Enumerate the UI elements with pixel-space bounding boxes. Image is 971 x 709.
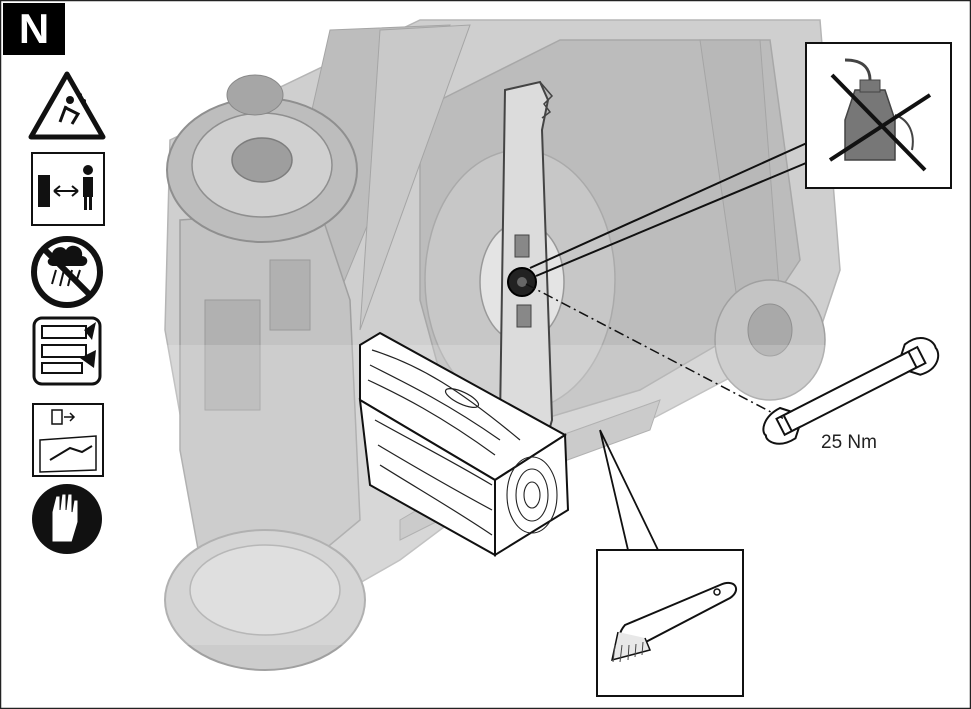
blade-slot — [514, 234, 530, 258]
wheel-cap — [226, 74, 284, 116]
wood-grain — [369, 364, 501, 441]
mower-rib — [359, 24, 471, 331]
housing-slot — [269, 259, 311, 331]
keep-distance-icon — [31, 152, 105, 226]
right-wheel-hub — [747, 303, 793, 357]
wood-block — [358, 331, 570, 557]
wrench-axis-line — [525, 283, 791, 423]
switch-off-icon — [32, 316, 102, 386]
callout-leader — [529, 137, 819, 269]
no-rain-icon — [31, 236, 103, 308]
brush-callout — [596, 549, 744, 697]
read-manual-icon — [32, 403, 104, 477]
blade-serration — [539, 81, 554, 119]
figure-label: N — [3, 3, 65, 55]
torque-label: 25 Nm — [821, 432, 877, 453]
rear-wheel-hub — [231, 137, 293, 183]
wood-grain — [379, 464, 493, 536]
front-wheel-rim — [189, 544, 341, 636]
wood-grain — [371, 349, 521, 441]
housing-slot — [204, 299, 261, 411]
blade-bolt-center — [517, 277, 527, 287]
brush-icon — [611, 581, 738, 663]
wood-ring — [506, 456, 558, 534]
no-water-spray-icon — [828, 58, 932, 172]
wrench-icon — [762, 337, 940, 445]
wood-grain — [374, 419, 493, 486]
wear-gloves-icon — [32, 484, 102, 554]
wood-ring — [523, 481, 541, 509]
callout-leader — [535, 157, 819, 277]
blade-slot — [516, 304, 532, 328]
wood-end-face — [494, 433, 570, 557]
wood-ring — [515, 468, 549, 522]
wood-grain — [377, 444, 493, 511]
no-water-spray-callout — [805, 42, 952, 189]
warning-thrown-objects-icon — [28, 71, 106, 140]
brush-callout-leader — [599, 429, 659, 551]
wood-grain — [367, 379, 496, 456]
wood-knot — [444, 388, 480, 408]
